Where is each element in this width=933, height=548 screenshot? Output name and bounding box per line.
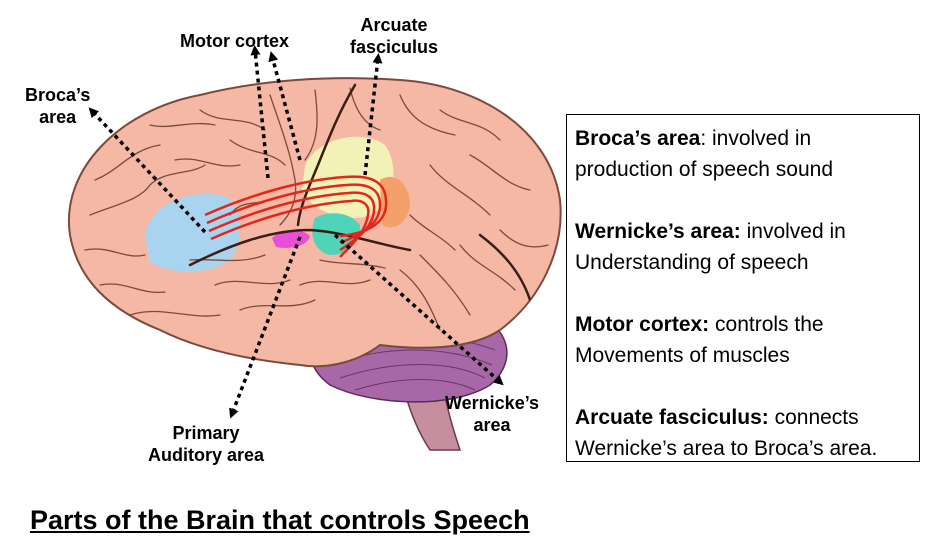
auditory-region [272, 230, 310, 248]
info-box: Broca’s area: involved in production of … [566, 114, 920, 462]
orange-region [380, 176, 410, 228]
label-primary-auditory-area: Primary Auditory area [148, 423, 265, 465]
arrow-arcuate [363, 53, 383, 176]
arrow-motor-2 [268, 51, 302, 161]
label-motor-cortex: Motor cortex [180, 31, 290, 51]
arcuate-fibers [204, 175, 388, 258]
page-title: Parts of the Brain that controls Speech [30, 505, 530, 535]
info-entry-broca: Broca’s area: involved in production of … [575, 127, 834, 181]
label-arcuate-fasciculus: Arcuate fasciculus [350, 15, 439, 57]
arrow-wernicke [333, 233, 504, 386]
info-entry-wernicke: Wernicke’s area: involved in Understandi… [575, 220, 846, 274]
arrow-broca [88, 107, 207, 234]
arrow-motor-1 [250, 45, 270, 179]
info-entry-motor-cortex: Motor cortex: controls the Movements of … [575, 313, 824, 367]
label-wernickes-area: Wernicke’s area [445, 393, 540, 435]
info-entry-arcuate-fasciculus: Arcuate fasciculus: connects Wernicke’s … [575, 406, 878, 460]
label-brocas-area: Broca’s area [25, 85, 91, 127]
